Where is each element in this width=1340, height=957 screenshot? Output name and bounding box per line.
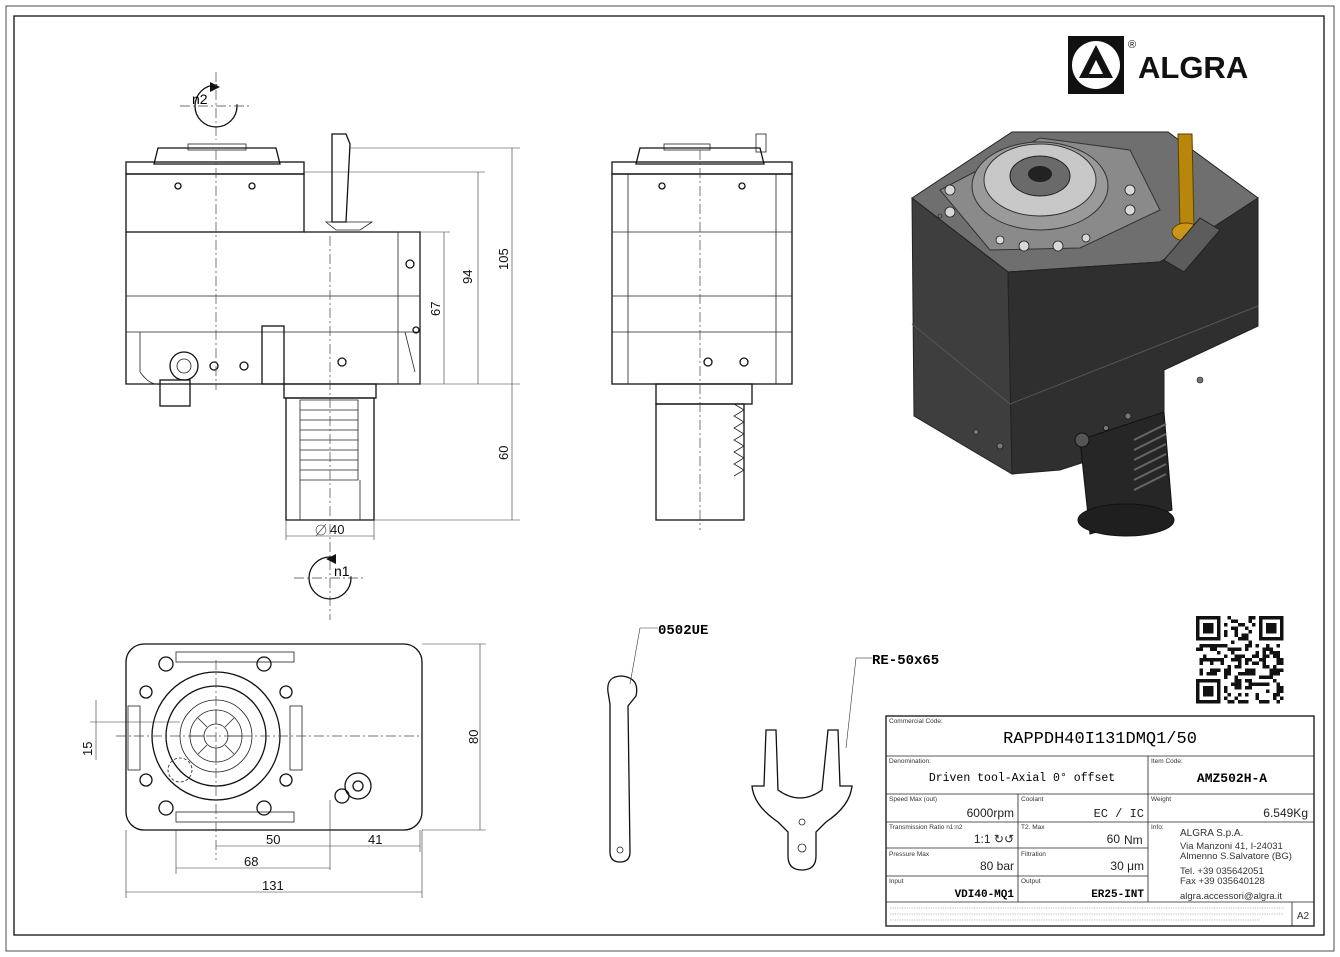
pressure-label: Pressure Max xyxy=(889,851,930,858)
n1-label: n1 xyxy=(334,563,350,579)
dim-131: 131 xyxy=(262,878,284,893)
input-label: Input xyxy=(889,878,904,885)
company-name: ALGRA S.p.A. xyxy=(1180,828,1243,839)
speed-label: Speed Max (out) xyxy=(889,796,937,803)
rotation-indicator-n1: n1 xyxy=(294,554,366,600)
side-view xyxy=(611,133,793,530)
dim-diameter-40: 40 xyxy=(330,522,344,537)
outer-frame xyxy=(5,5,1335,952)
pressure-value: 80 bar xyxy=(980,859,1014,873)
sheet-size: A2 xyxy=(1297,911,1310,922)
torque-label: T2. Max xyxy=(1021,824,1045,831)
rotation-indicator-n2: n2 xyxy=(180,72,252,140)
filtration-value: 30 μm xyxy=(1110,859,1144,873)
front-view: n2 xyxy=(125,72,520,620)
qr-code xyxy=(1196,616,1286,704)
fork-code: RE-50x65 xyxy=(872,653,939,669)
speed-value: 6000rpm xyxy=(967,806,1014,820)
torque-unit: Nm xyxy=(1124,833,1143,847)
dim-50: 50 xyxy=(266,832,280,847)
dim-105: 105 xyxy=(496,248,511,270)
coolant-value: EC / IC xyxy=(1094,807,1144,821)
inner-frame xyxy=(13,15,1325,936)
registered-mark: ® xyxy=(1128,39,1136,51)
input-value: VDI40-MQ1 xyxy=(955,889,1015,901)
dim-41: 41 xyxy=(368,832,382,847)
denomination-label: Denomination: xyxy=(889,758,931,765)
dim-80: 80 xyxy=(466,730,481,744)
dim-68: 68 xyxy=(244,854,258,869)
brand-name: ALGRA xyxy=(1138,50,1248,85)
weight-value: 6.549Kg xyxy=(1263,806,1308,820)
fine-print xyxy=(890,907,1284,921)
accessory-fork: RE-50x65 xyxy=(751,653,939,871)
weight-label: Weight xyxy=(1151,796,1171,803)
algra-logo: ® ALGRA xyxy=(1068,36,1248,94)
isometric-view xyxy=(911,131,1259,537)
email: algra.accessori@algra.it xyxy=(1180,891,1282,902)
fax: Fax +39 035640128 xyxy=(1180,876,1265,887)
info-label: Info: xyxy=(1151,824,1164,831)
title-block: Commercial Code: RAPPDH40I131DMQ1/50 Den… xyxy=(885,715,1315,927)
dim-60: 60 xyxy=(496,446,511,460)
n2-label: n2 xyxy=(192,91,208,107)
commercial-code-label: Commercial Code: xyxy=(889,718,943,725)
filtration-label: Filtration xyxy=(1021,851,1046,858)
torque-value: 60 xyxy=(1107,832,1121,846)
ratio-value: 1:1 ↻↺ xyxy=(974,832,1014,846)
telephone: Tel. +39 035642051 xyxy=(1180,866,1264,877)
item-code: AMZ502H-A xyxy=(1197,771,1267,786)
commercial-code: RAPPDH40I131DMQ1/50 xyxy=(1003,730,1197,749)
output-label: Output xyxy=(1021,878,1041,885)
address-line-1: Via Manzoni 41, I-24031 xyxy=(1180,841,1283,852)
ratio-label: Transmission Ratio n1:n2 xyxy=(889,824,963,831)
dim-67: 67 xyxy=(428,302,443,316)
address-line-2: Almenno S.Salvatore (BG) xyxy=(1180,851,1292,862)
coolant-label: Coolant xyxy=(1021,796,1044,803)
accessory-wrench: 0502UE xyxy=(607,623,708,863)
top-view: 80 15 50 41 68 131 xyxy=(80,643,486,898)
item-code-label: Item Code: xyxy=(1151,758,1183,765)
denomination: Driven tool-Axial 0° offset xyxy=(929,772,1115,785)
dim-15: 15 xyxy=(80,742,95,756)
output-value: ER25-INT xyxy=(1091,889,1144,901)
wrench-code: 0502UE xyxy=(658,623,708,639)
dim-94: 94 xyxy=(460,270,475,284)
